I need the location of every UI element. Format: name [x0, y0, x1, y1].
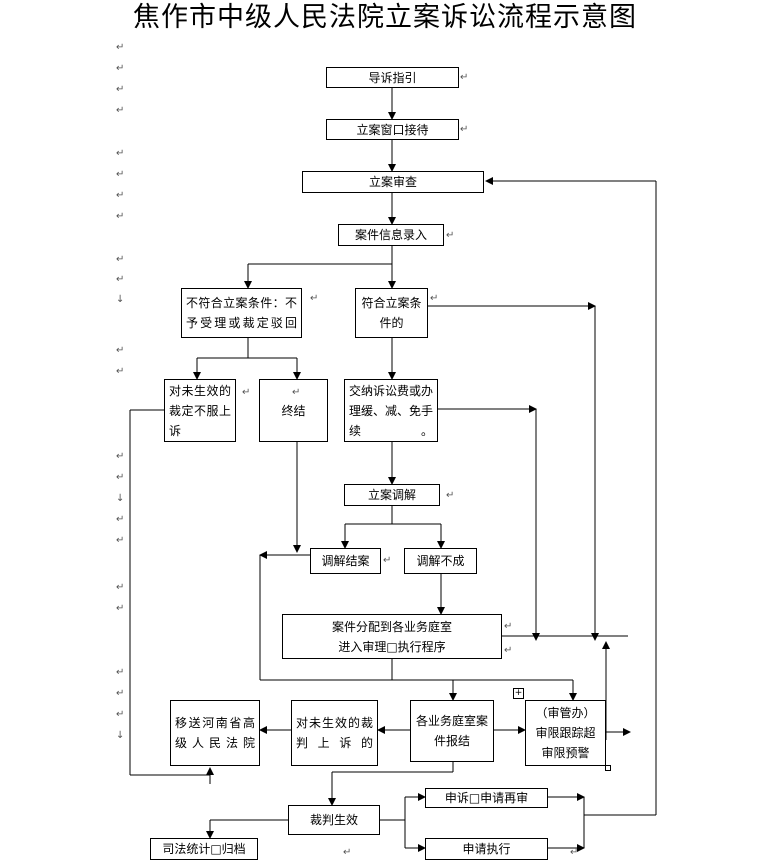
node-assign-line2: 进入审理□执行程序: [338, 639, 446, 654]
paragraph-mark: ↵: [343, 847, 352, 858]
node-accept: 符合立案条件的: [355, 288, 428, 338]
paragraph-mark: ↵: [116, 582, 125, 593]
paragraph-mark-alt: ↓: [116, 730, 125, 741]
node-guide: 导诉指引: [326, 67, 459, 88]
node-mediation-success-label: 调解结案: [321, 554, 370, 568]
paragraph-mark: ↵: [116, 211, 125, 222]
paragraph-mark: ↵: [116, 709, 125, 720]
paragraph-mark: ↵: [116, 105, 125, 116]
paragraph-mark: ↵: [116, 667, 125, 678]
table-resize-handle[interactable]: [605, 765, 611, 771]
paragraph-mark: ↵: [116, 451, 125, 462]
node-supervision: （审管办）审限跟踪超审限预警: [525, 700, 606, 766]
paragraph-mark: ↵: [116, 472, 125, 483]
paragraph-mark: ↵: [116, 688, 125, 699]
paragraph-mark: ↵: [460, 124, 469, 135]
paragraph-mark: ↵: [310, 293, 319, 304]
node-statistics: 司法统计□归档: [150, 838, 258, 860]
paragraph-mark: ↵: [116, 63, 125, 74]
node-petition: 申诉□申请再审: [425, 788, 548, 808]
node-enforcement: 申请执行: [425, 838, 548, 860]
paragraph-mark: ↵: [116, 274, 125, 285]
paragraph-mark: ↵: [446, 490, 455, 501]
node-fees: 交纳诉讼费或办理缓、减、免手续。: [344, 379, 438, 442]
node-tribunal-report-label: 各业务庭室案件报结: [415, 714, 488, 748]
paragraph-mark: ↵: [430, 293, 439, 304]
paragraph-mark: ↵: [116, 514, 125, 525]
node-appeal-ruling: 对未生效的裁定不服上诉: [164, 379, 236, 442]
node-appeal-ruling-label: 对未生效的裁定不服上诉: [169, 383, 231, 438]
node-enforcement-label: 申请执行: [462, 842, 511, 856]
paragraph-mark-alt: ↓: [116, 294, 125, 305]
paragraph-mark: ↵: [242, 387, 251, 398]
node-accept-label: 符合立案条件的: [361, 296, 422, 330]
node-review-label: 立案审查: [368, 175, 417, 189]
paragraph-mark: ↵: [383, 555, 392, 566]
paragraph-mark: ↵: [504, 621, 513, 632]
node-terminate-label: 终结: [281, 403, 306, 418]
paragraph-mark: ↵: [116, 535, 125, 546]
node-transfer-label: 移送河南省高级人民法院: [175, 716, 255, 750]
paragraph-mark: ↵: [116, 254, 125, 265]
paragraph-mark: ↵: [116, 148, 125, 159]
node-mediation-success: 调解结案: [310, 548, 381, 574]
paragraph-mark: ↵: [116, 169, 125, 180]
table-move-handle[interactable]: +: [513, 688, 524, 699]
paragraph-mark: ↵: [292, 387, 301, 398]
paragraph-mark: ↵: [116, 190, 125, 201]
node-window-label: 立案窗口接待: [356, 122, 429, 137]
node-mediation-fail: 调解不成: [404, 548, 477, 574]
node-reject-label: 不符合立案条件：不予受理或裁定驳回: [186, 296, 297, 330]
node-assign: 案件分配到各业务庭室 进入审理□执行程序: [282, 614, 502, 659]
node-assign-line1: 案件分配到各业务庭室: [331, 619, 452, 634]
node-effective: 裁判生效: [288, 805, 380, 835]
node-terminate: 终结: [259, 379, 328, 442]
node-petition-label: 申诉□申请再审: [444, 791, 529, 805]
node-mediation: 立案调解: [344, 484, 440, 506]
paragraph-mark: ↵: [504, 645, 513, 656]
node-entry: 案件信息录入: [338, 224, 444, 246]
paragraph-mark: ↵: [116, 366, 125, 377]
node-guide-label: 导诉指引: [368, 70, 417, 85]
paragraph-mark-alt: ↓: [116, 493, 125, 504]
paragraph-mark: ↵: [460, 72, 469, 83]
paragraph-mark: ↵: [116, 84, 125, 95]
paragraph-mark: ↵: [116, 345, 125, 356]
page-title: 焦作市中级人民法院立案诉讼流程示意图: [133, 2, 637, 33]
node-entry-label: 案件信息录入: [354, 228, 427, 242]
paragraph-mark: ↵: [570, 847, 579, 858]
node-appeal-judgment-label: 对未生效的裁判上诉的: [296, 716, 373, 750]
paragraph-mark: ↵: [446, 230, 455, 241]
node-supervision-label: （审管办）审限跟踪超审限预警: [535, 706, 596, 760]
node-review: 立案审查: [302, 171, 484, 193]
node-mediation-fail-label: 调解不成: [416, 554, 465, 568]
node-statistics-label: 司法统计□归档: [162, 842, 246, 856]
node-reject: 不符合立案条件：不予受理或裁定驳回: [181, 288, 302, 338]
node-transfer: 移送河南省高级人民法院: [170, 700, 260, 766]
node-appeal-judgment: 对未生效的裁判上诉的: [291, 700, 378, 766]
node-fees-label: 交纳诉讼费或办理缓、减、免手续。: [349, 383, 434, 438]
paragraph-mark: ↵: [116, 42, 125, 53]
node-mediation-label: 立案调解: [367, 488, 416, 502]
node-window: 立案窗口接待: [326, 119, 459, 140]
paragraph-mark: ↵: [116, 603, 125, 614]
node-tribunal-report: 各业务庭室案件报结: [410, 700, 494, 762]
node-effective-label: 裁判生效: [309, 813, 358, 827]
